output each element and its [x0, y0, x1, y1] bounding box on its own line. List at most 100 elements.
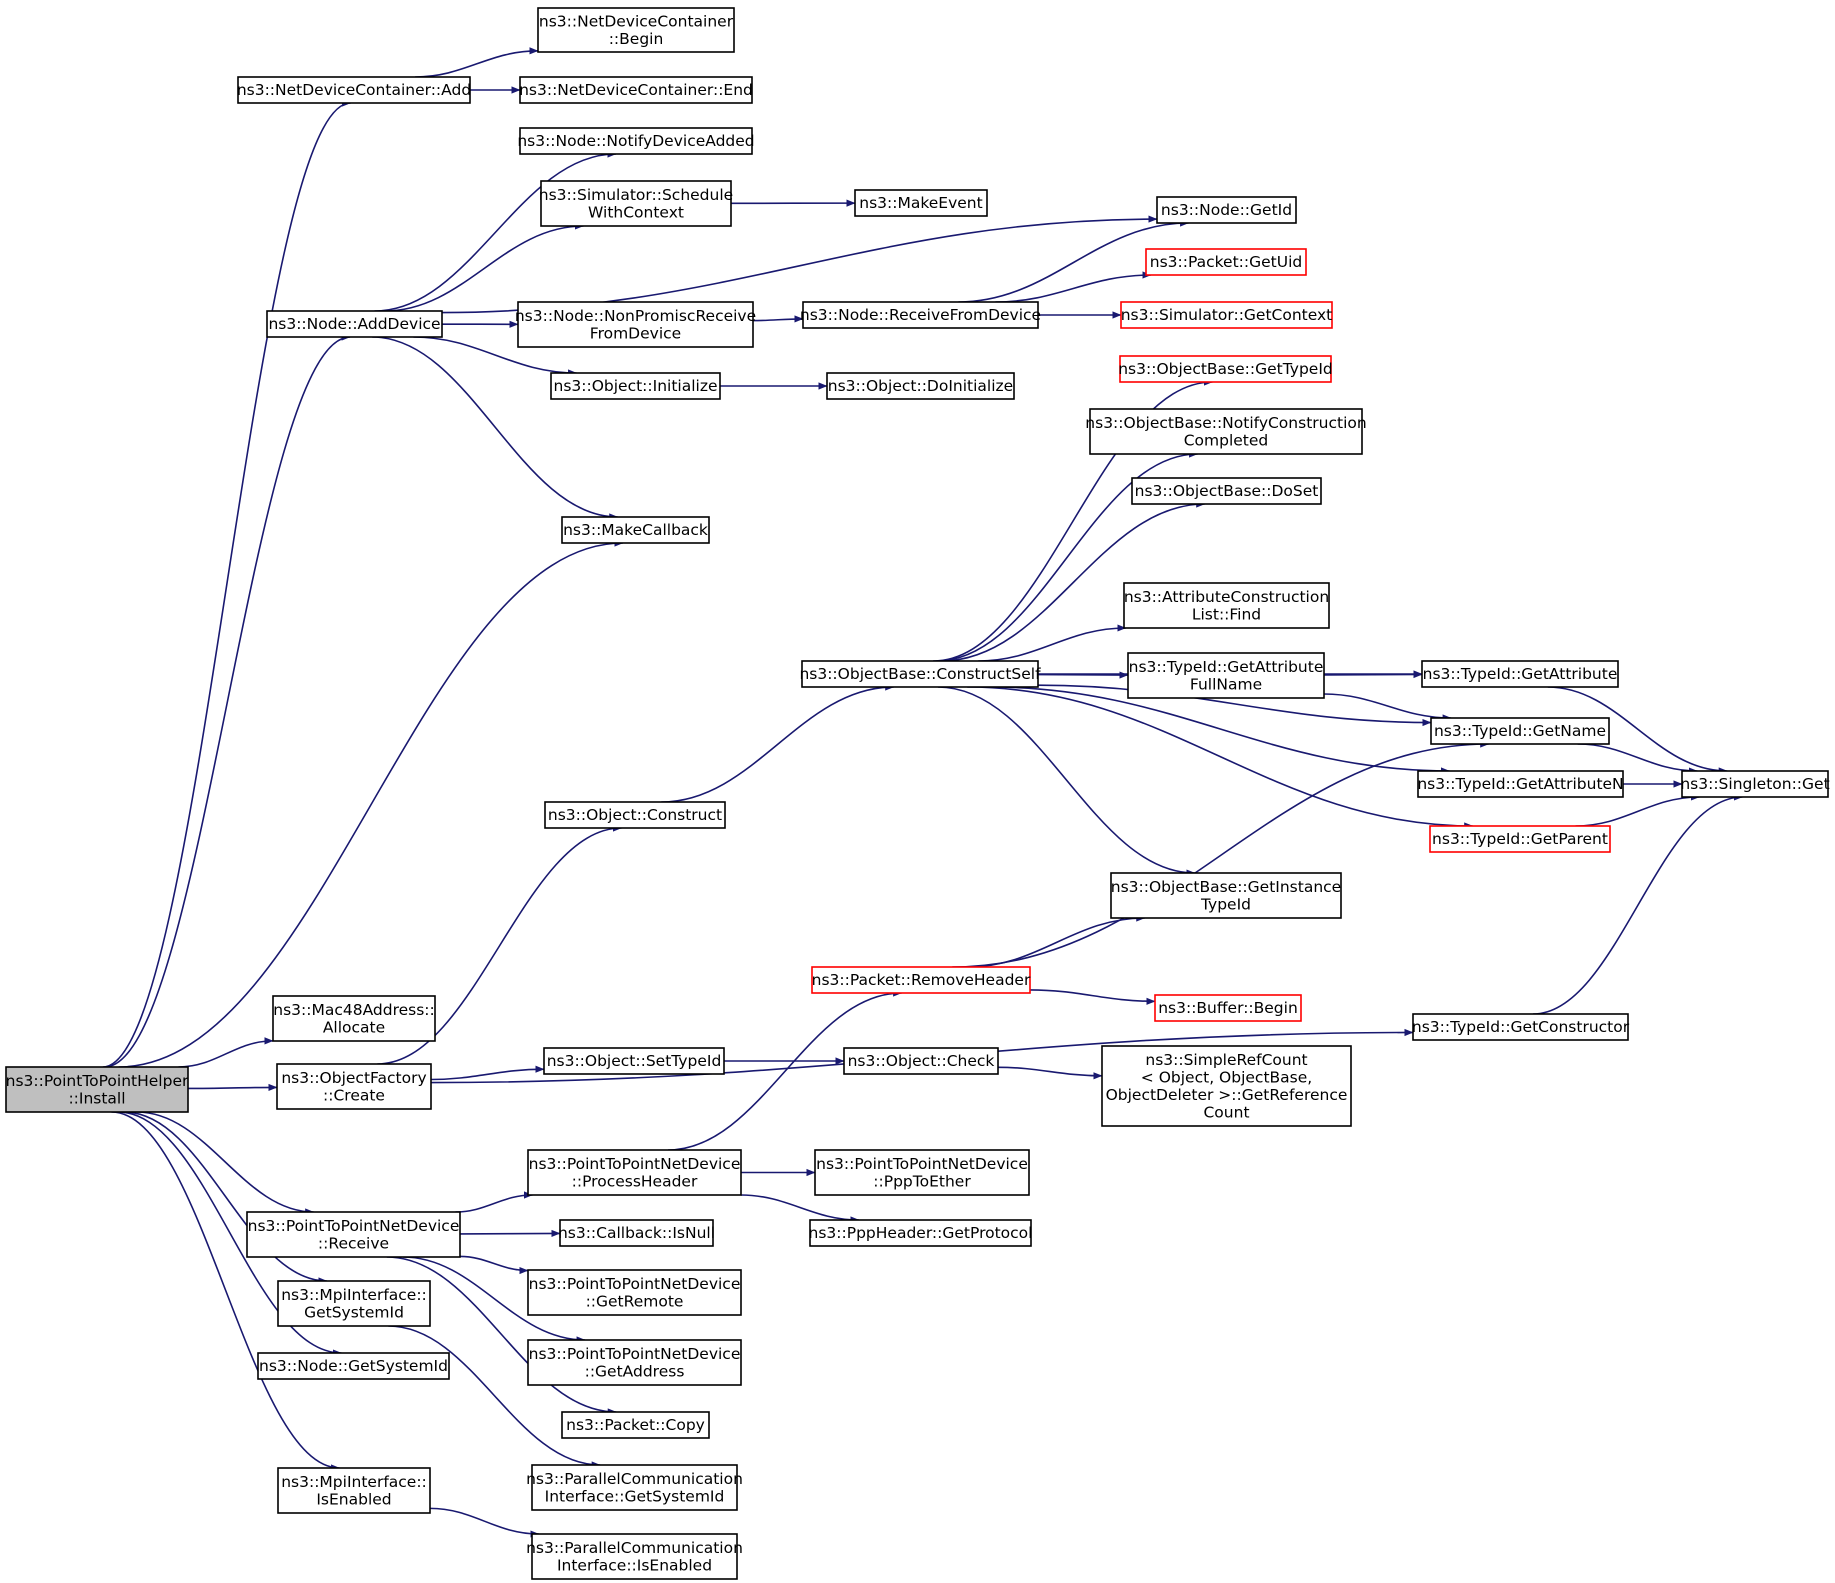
edge-line — [1577, 743, 1698, 775]
graph-node-p2p-receive[interactable]: ns3::PointToPointNetDevice::Receive — [246, 1211, 461, 1258]
edge-mpi-isenabled-to-pci-isenabled — [429, 1507, 540, 1538]
graph-node-make-event[interactable]: ns3::MakeEvent — [854, 189, 988, 217]
node-label-line: ns3::Singleton::Get — [1680, 775, 1829, 793]
node-label-line: ns3::ObjectBase::ConstructSelf — [799, 665, 1041, 683]
graph-node-obj-initialize[interactable]: ns3::Object::Initialize — [550, 372, 721, 400]
graph-node-make-callback[interactable]: ns3::MakeCallback — [561, 516, 710, 544]
graph-node-pkt-removeheader[interactable]: ns3::Packet::RemoveHeader — [811, 966, 1031, 994]
node-label-line: ns3::Node::AddDevice — [268, 315, 440, 333]
node-box — [1089, 408, 1363, 455]
graph-node-mpi-isenabled[interactable]: ns3::MpiInterface::IsEnabled — [277, 1467, 431, 1514]
graph-node-singleton-get[interactable]: ns3::Singleton::Get — [1680, 770, 1830, 798]
graph-node-ndc-add[interactable]: ns3::NetDeviceContainer::Add — [237, 76, 471, 104]
edge-pkt-removeheader-to-buffer-begin — [1029, 989, 1156, 1005]
node-box — [1417, 770, 1624, 798]
graph-node-callback-isnull[interactable]: ns3::Callback::IsNull — [558, 1219, 715, 1247]
edge-line — [990, 686, 1450, 775]
edge-node-adddevice-to-sim-schedule — [384, 222, 584, 312]
graph-node-ndc-end[interactable]: ns3::NetDeviceContainer::End — [519, 76, 753, 104]
edge-node-adddevice-to-make-callback — [372, 336, 619, 521]
node-label-line: ns3::Object::DoInitialize — [828, 377, 1013, 395]
edge-line — [104, 333, 351, 1068]
node-label-line: ::GetRemote — [586, 1292, 684, 1310]
edge-line — [187, 1083, 278, 1092]
graph-node-tid-getattr[interactable]: ns3::TypeId::GetAttribute — [1421, 660, 1619, 688]
node-label-line: ObjectDeleter >::GetReference — [1106, 1086, 1348, 1104]
edge-line — [967, 686, 1474, 830]
graph-node-ob-construct[interactable]: ns3::ObjectBase::ConstructSelf — [799, 660, 1041, 688]
node-label-line: ns3::Object::SetTypeId — [547, 1052, 722, 1070]
graph-node-mac48-allocate[interactable]: ns3::Mac48Address::Allocate — [272, 995, 436, 1042]
graph-node-ob-doset[interactable]: ns3::ObjectBase::DoSet — [1131, 477, 1322, 505]
graph-node-node-getid[interactable]: ns3::Node::GetId — [1156, 196, 1297, 224]
node-label-line: ns3::ObjectBase::NotifyConstruction — [1085, 414, 1366, 432]
node-box — [811, 966, 1031, 994]
node-box — [826, 372, 1015, 400]
graph-node-tid-getattrn[interactable]: ns3::TypeId::GetAttributeN — [1417, 770, 1624, 798]
graph-node-pci-getsystemid[interactable]: ns3::ParallelCommunicationInterface::Get… — [526, 1464, 743, 1511]
node-box — [531, 1533, 738, 1580]
edge-tid-getattrfull-to-tid-getattr — [1323, 670, 1423, 679]
node-box — [1123, 582, 1330, 629]
edge-p2p-receive-to-packet-copy — [386, 1256, 617, 1416]
edge-ob-construct-to-ob-getinstance — [937, 686, 1196, 877]
edge-node-adddevice-to-obj-initialize — [413, 336, 578, 377]
edge-p2p-receive-to-p2p-getremote — [459, 1255, 529, 1275]
graph-node-p2p-ppptoether[interactable]: ns3::PointToPointNetDevice::PppToEther — [814, 1149, 1030, 1196]
edge-line — [124, 1111, 328, 1285]
graph-node-tid-getname[interactable]: ns3::TypeId::GetName — [1430, 717, 1610, 745]
graph-node-p2p-getremote[interactable]: ns3::PointToPointNetDevice::GetRemote — [527, 1269, 742, 1316]
edge-line — [178, 1037, 274, 1068]
graph-node-obj-construct[interactable]: ns3::Object::Construct — [544, 801, 726, 829]
graph-node-ob-gettypeid[interactable]: ns3::ObjectBase::GetTypeId — [1118, 355, 1333, 383]
edge-line — [430, 1065, 545, 1081]
edge-line — [455, 1191, 533, 1213]
node-box — [540, 180, 732, 227]
graph-node-tid-getconstructor[interactable]: ns3::TypeId::GetConstructor — [1412, 1013, 1630, 1041]
graph-node-node-receivefrom[interactable]: ns3::Node::ReceiveFromDevice — [800, 301, 1041, 329]
node-label-line: ::GetAddress — [585, 1362, 685, 1380]
node-layer: ns3::PointToPointHelper::Install ns3::Net… — [5, 7, 1830, 1580]
graph-node-p2p-getaddress[interactable]: ns3::PointToPointNetDevice::GetAddress — [527, 1339, 742, 1386]
graph-node-mpi-getsystemid[interactable]: ns3::MpiInterface::GetSystemId — [277, 1280, 431, 1327]
node-label-line: ::Install — [68, 1089, 125, 1107]
edge-node-receivefrom-to-node-getid — [958, 219, 1190, 303]
graph-node-pppheader-getprotocol[interactable]: ns3::PppHeader::GetProtocol — [809, 1219, 1033, 1247]
graph-node-packet-getuid[interactable]: ns3::Packet::GetUid — [1145, 248, 1307, 276]
node-label-line: ns3::PointToPointNetDevice — [529, 1155, 741, 1173]
node-label-line: ns3::MpiInterface:: — [281, 1286, 427, 1304]
graph-node-sim-getcontext[interactable]: ns3::Simulator::GetContext — [1120, 301, 1333, 329]
graph-node-ndc-begin[interactable]: ns3::NetDeviceContainer::Begin — [537, 7, 735, 53]
graph-node-obj-settypeid[interactable]: ns3::Object::SetTypeId — [543, 1047, 725, 1075]
node-box — [1101, 1045, 1352, 1127]
graph-node-node-adddevice[interactable]: ns3::Node::AddDevice — [266, 310, 443, 338]
graph-node-ob-notify[interactable]: ns3::ObjectBase::NotifyConstructionCompl… — [1085, 408, 1367, 455]
graph-node-pci-isenabled[interactable]: ns3::ParallelCommunicationInterface::IsE… — [526, 1533, 743, 1580]
node-label-line: ns3::TypeId::GetParent — [1432, 830, 1608, 848]
graph-node-packet-copy[interactable]: ns3::Packet::Copy — [561, 1411, 710, 1439]
node-label-line: ns3::ParallelCommunication — [526, 1539, 743, 1557]
graph-node-tid-getparent[interactable]: ns3::TypeId::GetParent — [1429, 825, 1611, 853]
graph-node-buffer-begin[interactable]: ns3::Buffer::Begin — [1154, 994, 1302, 1022]
edge-node-adddevice-to-node-notify — [374, 150, 617, 312]
node-label-line: ns3::Node::NonPromiscReceive — [515, 307, 756, 325]
graph-node-install[interactable]: ns3::PointToPointHelper::Install — [5, 1066, 189, 1113]
graph-node-simplerefcount[interactable]: ns3::SimpleRefCount< Object, ObjectBase,… — [1101, 1045, 1352, 1127]
graph-node-of-create[interactable]: ns3::ObjectFactory::Create — [276, 1063, 432, 1110]
graph-node-obj-check[interactable]: ns3::Object::Check — [843, 1047, 999, 1075]
edge-line — [377, 824, 622, 1065]
node-label-line: ns3::AttributeConstruction — [1124, 588, 1329, 606]
edge-node-receivefrom-to-packet-getuid — [995, 271, 1152, 303]
graph-node-node-getsystemid[interactable]: ns3::Node::GetSystemId — [257, 1352, 450, 1380]
graph-node-node-notify[interactable]: ns3::Node::NotifyDeviceAdded — [517, 127, 755, 155]
node-box — [1131, 477, 1322, 505]
graph-node-obj-doinitialize[interactable]: ns3::Object::DoInitialize — [826, 372, 1015, 400]
edge-line — [402, 1256, 586, 1344]
graph-node-p2p-processheader[interactable]: ns3::PointToPointNetDevice::ProcessHeade… — [527, 1149, 742, 1196]
edge-ob-construct-to-tid-getattrn — [990, 686, 1450, 775]
